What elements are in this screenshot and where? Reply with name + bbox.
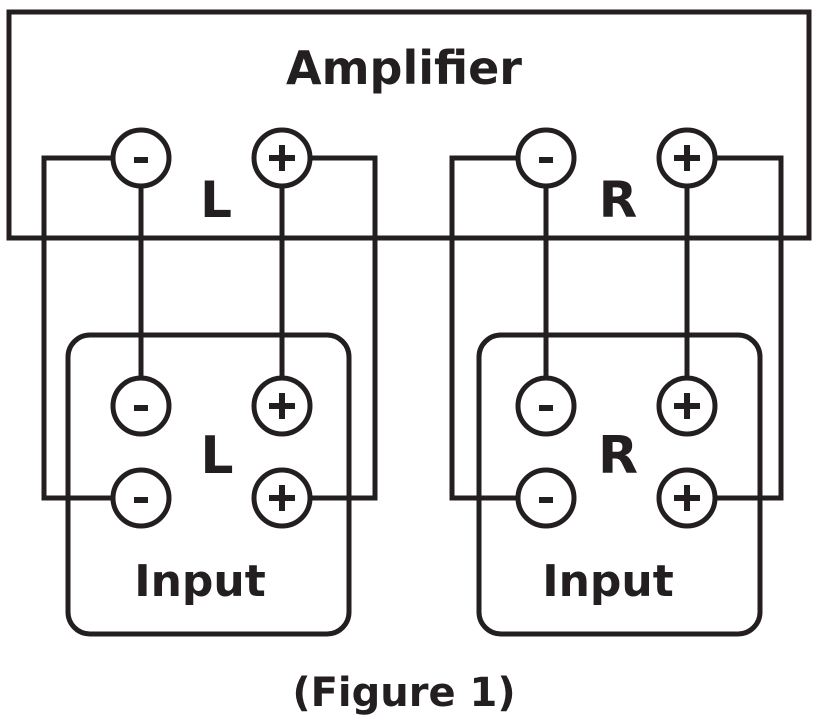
input-right-positive-terminal-bottom — [656, 467, 718, 529]
input-left-positive-terminal-top — [251, 375, 313, 437]
loop-wire-right-negative — [449, 155, 518, 501]
loop-wire-left-positive — [310, 155, 378, 501]
figure-caption: (Figure 1) — [292, 670, 515, 716]
amp-left-positive-terminal — [251, 127, 313, 189]
input-right-positive-terminal-top — [656, 375, 718, 437]
input-box-right — [476, 332, 763, 637]
amplifier-title: Amplifier — [286, 41, 522, 95]
input-left-title: Input — [134, 556, 266, 607]
input-left-positive-terminal-bottom — [251, 467, 313, 529]
input-left-negative-terminal-bottom — [110, 467, 172, 529]
amp-right-positive-terminal — [656, 127, 718, 189]
input-right-channel-label: R — [598, 426, 638, 486]
input-right-negative-terminal-top — [515, 375, 577, 437]
input-left-channel-label: L — [200, 426, 233, 486]
loop-wire-left-negative — [41, 155, 113, 501]
amp-right-negative-terminal — [515, 127, 577, 189]
amplifier-box — [6, 9, 812, 241]
input-box-left — [65, 332, 352, 637]
amp-left-negative-terminal — [110, 127, 172, 189]
input-right-negative-terminal-bottom — [515, 467, 577, 529]
amplifier-right-channel-label: R — [599, 171, 638, 229]
amplifier-left-channel-label: L — [200, 171, 232, 229]
loop-wire-right-positive — [715, 155, 784, 501]
input-left-negative-terminal-top — [110, 375, 172, 437]
input-right-title: Input — [542, 556, 674, 607]
